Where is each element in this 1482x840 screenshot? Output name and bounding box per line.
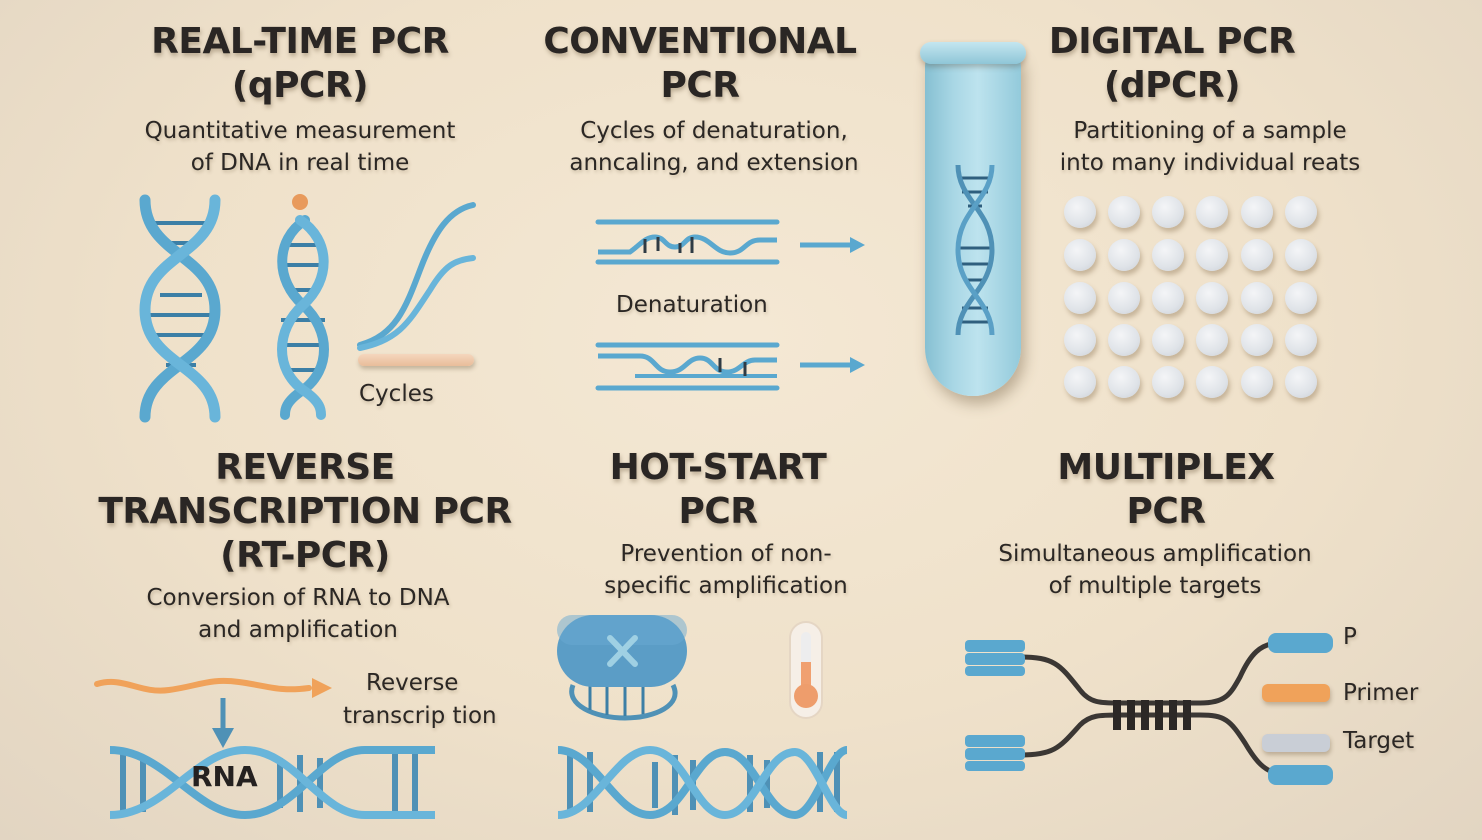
rna-strand-icon — [94, 677, 332, 698]
dna-helix-icon — [139, 194, 221, 423]
panel-title: CONVENTIONAL — [543, 21, 857, 62]
panel-title: MULTIPLEX — [1057, 447, 1275, 488]
panel-description: specific amplification — [604, 573, 848, 599]
panel-description: Partitioning of a sample — [1073, 118, 1347, 144]
x-axis-bar — [358, 354, 474, 366]
step-label-denaturation: Denaturation — [616, 292, 768, 318]
panel-description: Cycles of denaturation, — [580, 118, 848, 144]
panel-description: Conversion of RNA to DNA — [146, 585, 450, 611]
panel-title: REAL-TIME PCR — [151, 21, 449, 62]
arrow-down-icon — [212, 698, 234, 748]
panel-description: of multiple targets — [1048, 573, 1262, 599]
panel-title-abbrev: PCR — [660, 65, 740, 106]
axis-label-cycles: Cycles — [359, 381, 434, 407]
panel-description: Quantitative measurement — [144, 118, 456, 144]
legend-label-p: P — [1343, 624, 1357, 650]
legend-swatch-target — [1262, 734, 1330, 752]
legend-swatch-primer — [1262, 684, 1330, 702]
label-reverse: Reverse — [366, 670, 459, 696]
panel-title-abbrev: (qPCR) — [231, 65, 369, 106]
helix-label-rna: RNA — [191, 760, 258, 793]
dna-helix-icon — [955, 164, 995, 336]
panel-title-abbrev: (dPCR) — [1103, 65, 1241, 106]
panel-title: TRANSCRIPTION PCR — [98, 491, 512, 532]
panel-description: into many individual reats — [1059, 150, 1361, 176]
panel-description: Prevention of non- — [620, 541, 832, 567]
x-mark-icon — [607, 635, 638, 667]
arrow-right-icon — [312, 678, 332, 698]
test-tube-icon — [925, 48, 1021, 396]
test-tube-rim — [920, 42, 1026, 64]
multiplex-connector-icon — [965, 633, 1333, 785]
arrow-right-icon — [850, 357, 865, 373]
label-transcription: transcrip tion — [343, 703, 497, 729]
panel-title: DIGITAL PCR — [1048, 21, 1296, 62]
panel-description: anncaling, and extension — [569, 150, 859, 176]
dna-helix-icon — [557, 745, 849, 820]
strand-separation-icon — [595, 342, 865, 391]
panel-description: of DNA in real time — [190, 150, 410, 176]
legend-label-target: Target — [1343, 728, 1415, 754]
dna-helix-with-probe-icon — [277, 194, 329, 420]
arrow-right-icon — [850, 237, 865, 253]
thermometer-icon — [789, 621, 823, 719]
panel-title-abbrev: PCR — [678, 491, 758, 532]
dna-helix-icon — [109, 745, 435, 820]
panel-title: HOT-START — [609, 447, 827, 488]
strand-separation-icon — [595, 219, 865, 265]
legend-label-primer: Primer — [1343, 680, 1419, 706]
panel-title-abbrev: PCR — [1126, 491, 1206, 532]
partition-droplet-grid-icon — [1064, 196, 1324, 398]
blocked-polymerase-icon — [557, 615, 687, 721]
panel-description: and amplification — [198, 617, 398, 643]
amplification-curve-icon — [357, 202, 476, 351]
panel-description: Simultaneous amplification — [998, 541, 1312, 567]
panel-title: REVERSE — [215, 447, 395, 488]
panel-title-abbrev: (RT-PCR) — [220, 535, 390, 576]
